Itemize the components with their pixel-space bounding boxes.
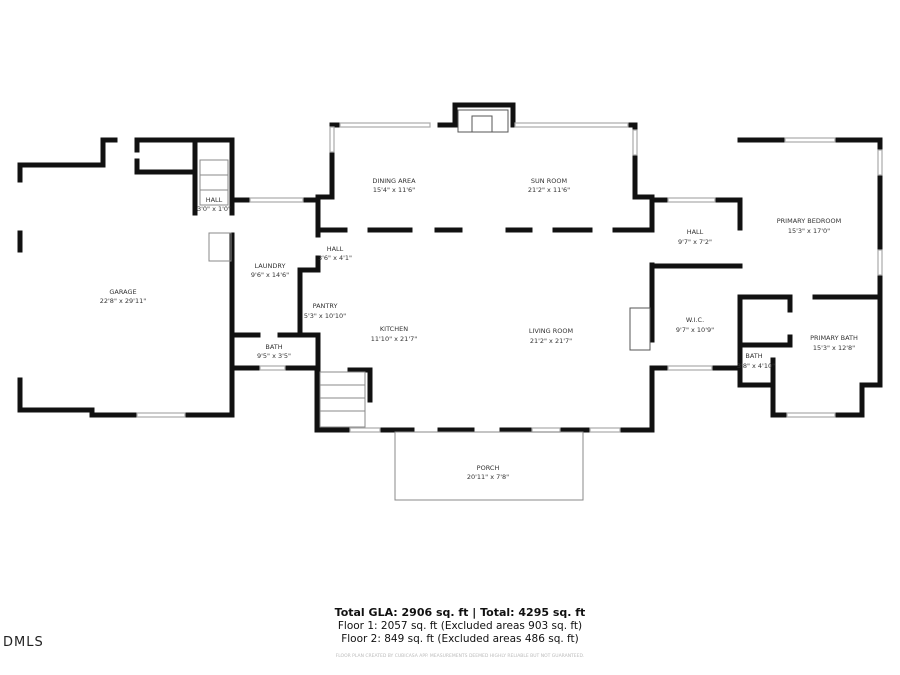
room-dims: 11'10" x 21'7" [371,335,417,343]
room-name: KITCHEN [380,325,408,333]
room-name: PRIMARY BEDROOM [777,217,841,225]
room-dims: 15'3" x 12'8" [813,344,855,352]
room-name: SUN ROOM [531,177,567,185]
room-dims: 9'6" x 14'6" [251,271,289,279]
room-name: PRIMARY BATH [810,334,858,342]
room-dims: 21'2" x 21'7" [530,337,572,345]
room-dims: 9'7" x 10'9" [676,326,714,334]
room-dims: 22'8" x 29'11" [100,297,146,305]
total-area: Total GLA: 2906 sq. ft | Total: 4295 sq.… [334,606,586,619]
room-dims: 9'5" x 3'5" [257,352,291,360]
mls-logo: DMLS [3,635,44,650]
room-name: BATH [745,352,762,360]
room-name: GARAGE [109,288,136,296]
room-dims: 15'4" x 11'6" [373,186,415,194]
room-dims: 21'2" x 11'6" [528,186,570,194]
room-name: PORCH [477,464,500,472]
room-name: W.I.C. [686,316,704,324]
room-name: BATH [265,343,282,351]
room-dims: 9'7" x 7'2" [678,238,712,246]
room-labels: GARAGE 22'8" x 29'11" HALL 3'0" x 1'0" L… [100,177,858,481]
porch-outline [394,431,584,501]
room-dims: 15'3" x 17'0" [788,227,830,235]
room-name: HALL [687,228,704,236]
room-dims: 3'6" x 4'1" [318,254,352,262]
room-name: HALL [327,245,344,253]
room-name: PANTRY [313,302,338,310]
stairs-icon [199,159,366,428]
room-name: LIVING ROOM [529,327,573,335]
fireplace-icon [457,109,651,351]
room-dims: 3'8" x 4'10" [737,362,775,370]
room-name: HALL [206,196,223,204]
walls [17,102,883,433]
disclaimer: FLOOR PLAN CREATED BY CUBICASA APP. MEAS… [335,654,585,659]
room-dims: 20'11" x 7'8" [467,473,509,481]
room-dims: 5'3" x 10'10" [304,312,346,320]
room-name: DINING AREA [372,177,416,185]
floor1-area: Floor 1: 2057 sq. ft (Excluded areas 903… [337,620,583,632]
room-dims: 3'0" x 1'0" [197,205,231,213]
floor2-area: Floor 2: 849 sq. ft (Excluded areas 486 … [341,633,579,645]
room-name: LAUNDRY [255,262,286,270]
windows [136,122,883,433]
